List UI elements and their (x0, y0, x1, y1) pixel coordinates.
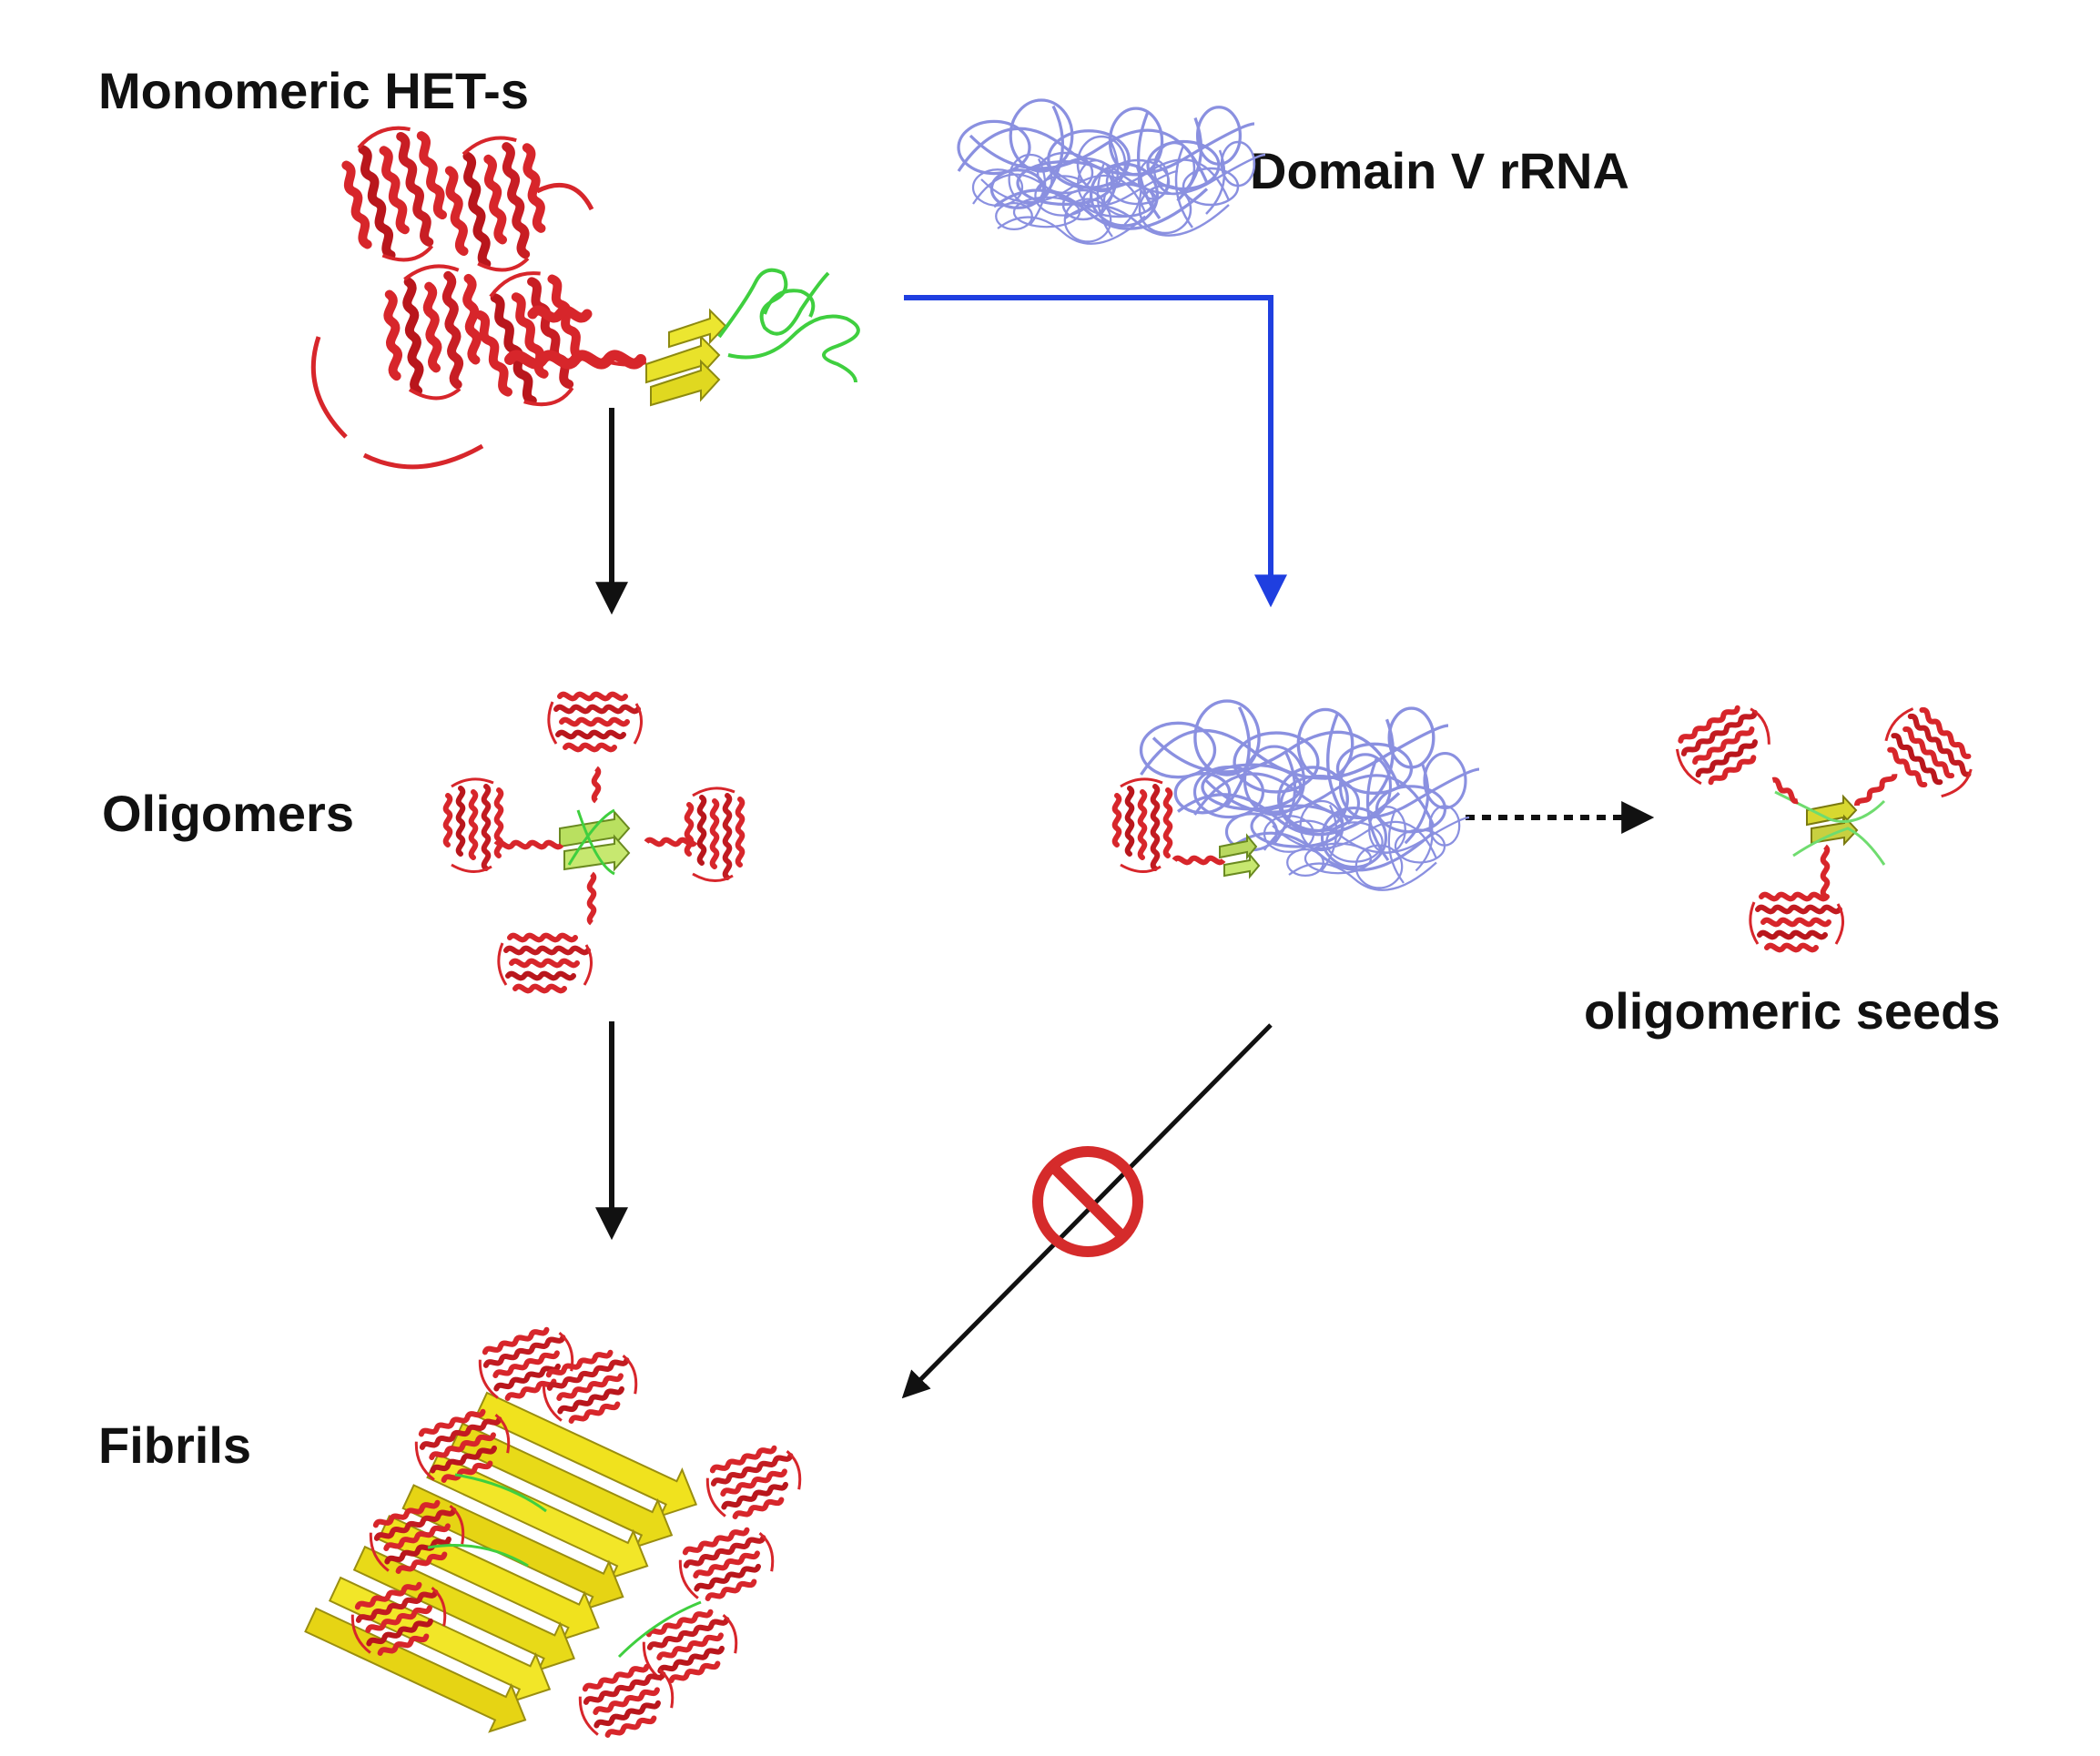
oligomer-icon (446, 695, 743, 991)
arrow-rrna-binding (904, 295, 1287, 608)
oligomers-label: Oligomers (102, 785, 354, 842)
rrna-icon (957, 98, 1267, 245)
prohibition-icon (1032, 1146, 1143, 1257)
oligomeric-seeds-label: oligomeric seeds (1584, 982, 2001, 1040)
protein-monomer-icon (310, 120, 860, 470)
fibrils-label: Fibrils (98, 1416, 252, 1474)
protein-rrna-complex-icon (1115, 699, 1481, 891)
monomeric-hets-label: Monomeric HET-s (98, 62, 529, 119)
domain-v-rrna-label: Domain V rRNA (1250, 142, 1629, 199)
fibril-icon (304, 1323, 807, 1756)
arrow-complex-to-fibril (901, 1023, 1273, 1399)
oligomeric-seed-icon (1670, 698, 1982, 949)
